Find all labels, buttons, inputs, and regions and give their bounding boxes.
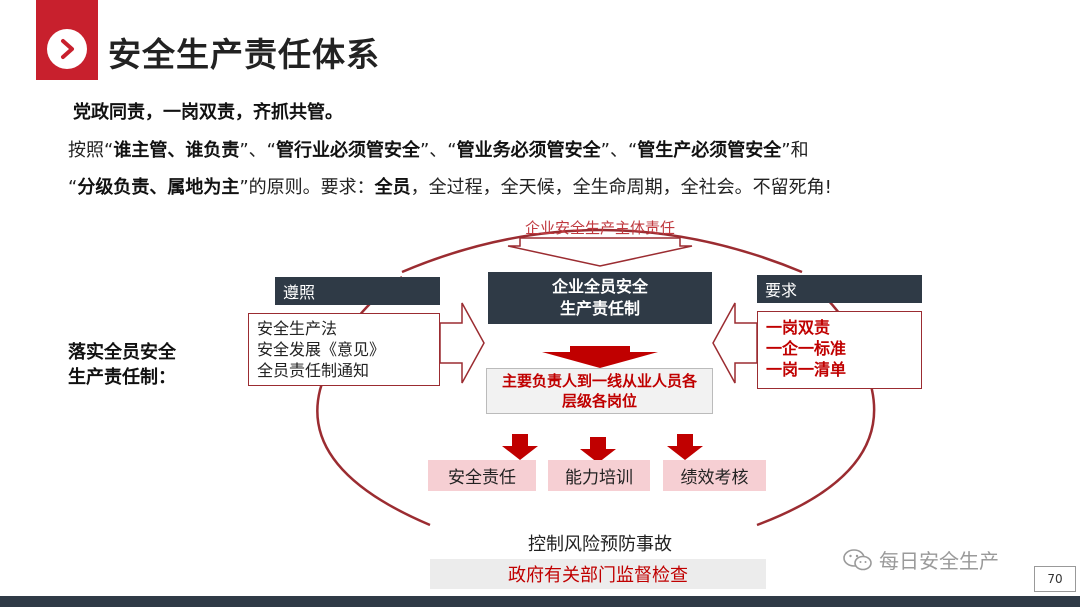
watermark-text: 每日安全生产 [879, 549, 999, 573]
bottom-text: 控制风险预防事故 [528, 534, 672, 555]
right-list: 一岗双责 一企一标准 一岗一清单 [757, 311, 922, 389]
list-item: 一岗双责 [766, 318, 831, 337]
side-label-line-1: 落实全员安全 [68, 342, 176, 363]
wechat-icon [843, 548, 872, 570]
center-box: 企业全员安全 生产责任制 [488, 272, 712, 324]
right-arrow [712, 302, 758, 384]
center-box-line-1: 企业全员安全 [551, 277, 648, 296]
outcome-arrow-3 [667, 434, 703, 460]
top-down-arrow [507, 237, 693, 267]
list-item: 全员责任制通知 [257, 361, 370, 380]
principle-line: 党政同责，一岗双责，齐抓共管。 [73, 102, 343, 123]
center-down-arrow [542, 346, 658, 368]
side-label-line-2: 生产责任制： [68, 367, 176, 388]
principle-detail-line-2: “分级负责、属地为主”的原则。要求：全员，全过程，全天候，全生命周期，全社会。不… [68, 177, 832, 198]
chevron-right-icon [47, 29, 87, 69]
principle-detail-line-1: 按照“谁主管、谁负责”、“管行业必须管安全”、“管业务必须管安全”、“管生产必须… [68, 140, 809, 161]
left-arrow [439, 302, 485, 384]
center-box-line-2: 生产责任制 [559, 299, 640, 318]
list-item: 一企一标准 [766, 339, 847, 358]
outcome-box: 安全责任 [428, 460, 536, 491]
outcome-arrow-1 [502, 434, 538, 460]
side-label: 落实全员安全 生产责任制： [68, 340, 176, 390]
list-item: 安全生产法 [257, 319, 338, 338]
top-label: 企业安全生产主体责任 [524, 219, 675, 237]
right-header: 要求 [757, 275, 922, 303]
title-badge [36, 0, 98, 80]
bottom-arc-right [756, 275, 876, 527]
bottom-box: 政府有关部门监督检查 [430, 559, 766, 589]
middle-box: 主要负责人到一线从业人员各 层级各岗位 [486, 368, 713, 414]
left-list: 安全生产法 安全发展《意见》 全员责任制通知 [248, 313, 440, 386]
list-item: 一岗一清单 [766, 360, 847, 379]
middle-box-line-1: 主要负责人到一线从业人员各 [501, 372, 697, 390]
watermark: 每日安全生产 [843, 545, 999, 574]
outcome-arrow-2 [580, 437, 616, 463]
page-title: 安全生产责任体系 [108, 35, 380, 74]
page-number: 70 [1034, 566, 1076, 592]
top-arc [401, 228, 803, 274]
left-header: 遵照 [275, 277, 440, 305]
outcome-box: 绩效考核 [663, 460, 766, 491]
footer-bar [0, 596, 1080, 607]
middle-box-line-2: 层级各岗位 [561, 392, 637, 410]
bottom-arc [316, 275, 431, 527]
list-item: 安全发展《意见》 [257, 340, 386, 359]
outcome-box: 能力培训 [548, 460, 650, 491]
